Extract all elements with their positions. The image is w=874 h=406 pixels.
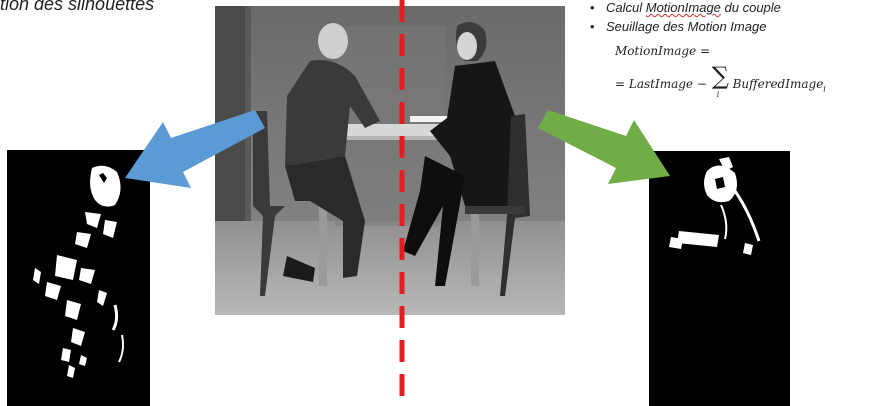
bullet-text: Seuillage des Motion Image: [606, 19, 767, 34]
bullet-motion-image: Calcul MotionImage du couple: [588, 0, 781, 19]
sigma-glyph: ∑: [711, 62, 729, 90]
bullet-text-underlined: MotionImage: [645, 0, 721, 15]
slide-title-fragment: tion des silhouettes: [0, 0, 155, 14]
left-silhouette-mask: [7, 150, 150, 406]
bullet-list: Calcul MotionImage du couple Seuillage d…: [588, 0, 781, 38]
motion-image-formula: MotionImage = = LastImage − ∑i BufferedI…: [615, 44, 826, 99]
bullet-text-pre: Calcul: [606, 0, 646, 15]
formula-prefix: = LastImage −: [615, 77, 707, 91]
sum-index: i: [716, 90, 720, 99]
couple-photo: [215, 6, 565, 315]
bullet-text-post: du couple: [720, 0, 781, 15]
sum-symbol: ∑i: [711, 64, 729, 99]
formula-term: BufferedImage: [732, 77, 824, 91]
formula-line-1: MotionImage =: [615, 44, 711, 58]
green-arrow-icon: [538, 110, 670, 184]
right-silhouette-mask: [649, 151, 790, 406]
formula-subscript: i: [823, 84, 826, 94]
center-split-line: [399, 0, 405, 406]
bullet-thresholding: Seuillage des Motion Image: [588, 19, 781, 38]
blue-arrow-icon: [125, 110, 265, 188]
formula-line-2: = LastImage − ∑i BufferedImagei: [615, 64, 826, 99]
